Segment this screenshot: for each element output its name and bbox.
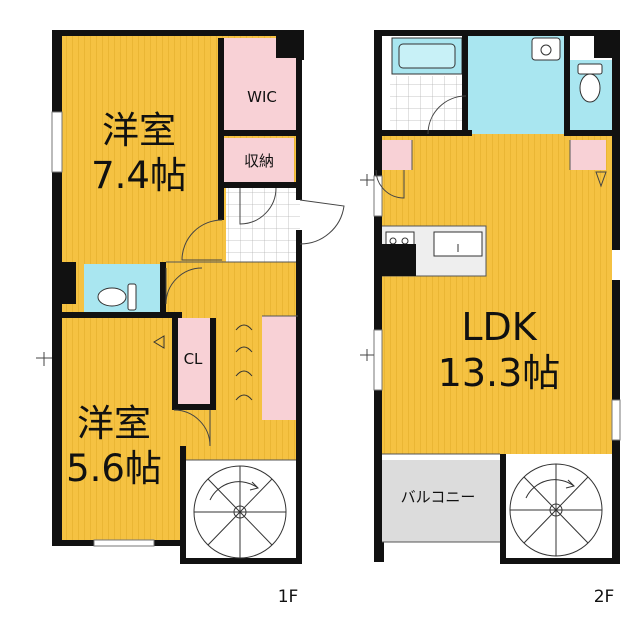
ldk-size: 13.3帖 — [438, 351, 561, 395]
spiral-stair-icon-2f — [509, 463, 603, 557]
bedroom-2-name: 洋室 — [77, 402, 151, 445]
entrance-floor — [226, 188, 300, 262]
toilet-icon-1f — [97, 283, 137, 311]
toilet-icon-2f — [577, 63, 603, 103]
hanger-icons — [153, 324, 253, 401]
bedroom-1 — [64, 38, 222, 256]
first-floor: WIC 収納 CL 洋室 7.4帖 洋室 5.6帖 1F — [36, 30, 345, 607]
balcony-label: バルコニー — [401, 488, 476, 506]
floor-label-1f: 1F — [278, 587, 299, 607]
spiral-stair-2f — [504, 456, 612, 566]
closet-cl — [176, 318, 210, 404]
second-floor: LDK 13.3帖 バルコニー 2F — [360, 30, 621, 607]
ldk-name: LDK — [461, 305, 537, 349]
hall-closet — [262, 316, 298, 420]
wic-label: WIC — [247, 88, 277, 106]
spiral-stair-icon-1f — [193, 465, 287, 559]
bedroom-1-name: 洋室 — [102, 109, 176, 152]
bedroom-1-size: 7.4帖 — [91, 154, 187, 197]
bedroom-2-size: 5.6帖 — [66, 447, 162, 490]
ldk-room — [380, 134, 612, 454]
balcony — [380, 460, 500, 542]
storage-closet — [224, 138, 294, 182]
floor-label-2f: 2F — [594, 587, 615, 607]
sink-icon — [531, 37, 561, 61]
bedroom-2 — [64, 318, 180, 540]
storage-label: 収納 — [244, 152, 274, 170]
toilet-room-1f — [84, 264, 160, 314]
shower-floor — [390, 76, 462, 136]
closet-label: CL — [184, 350, 203, 368]
